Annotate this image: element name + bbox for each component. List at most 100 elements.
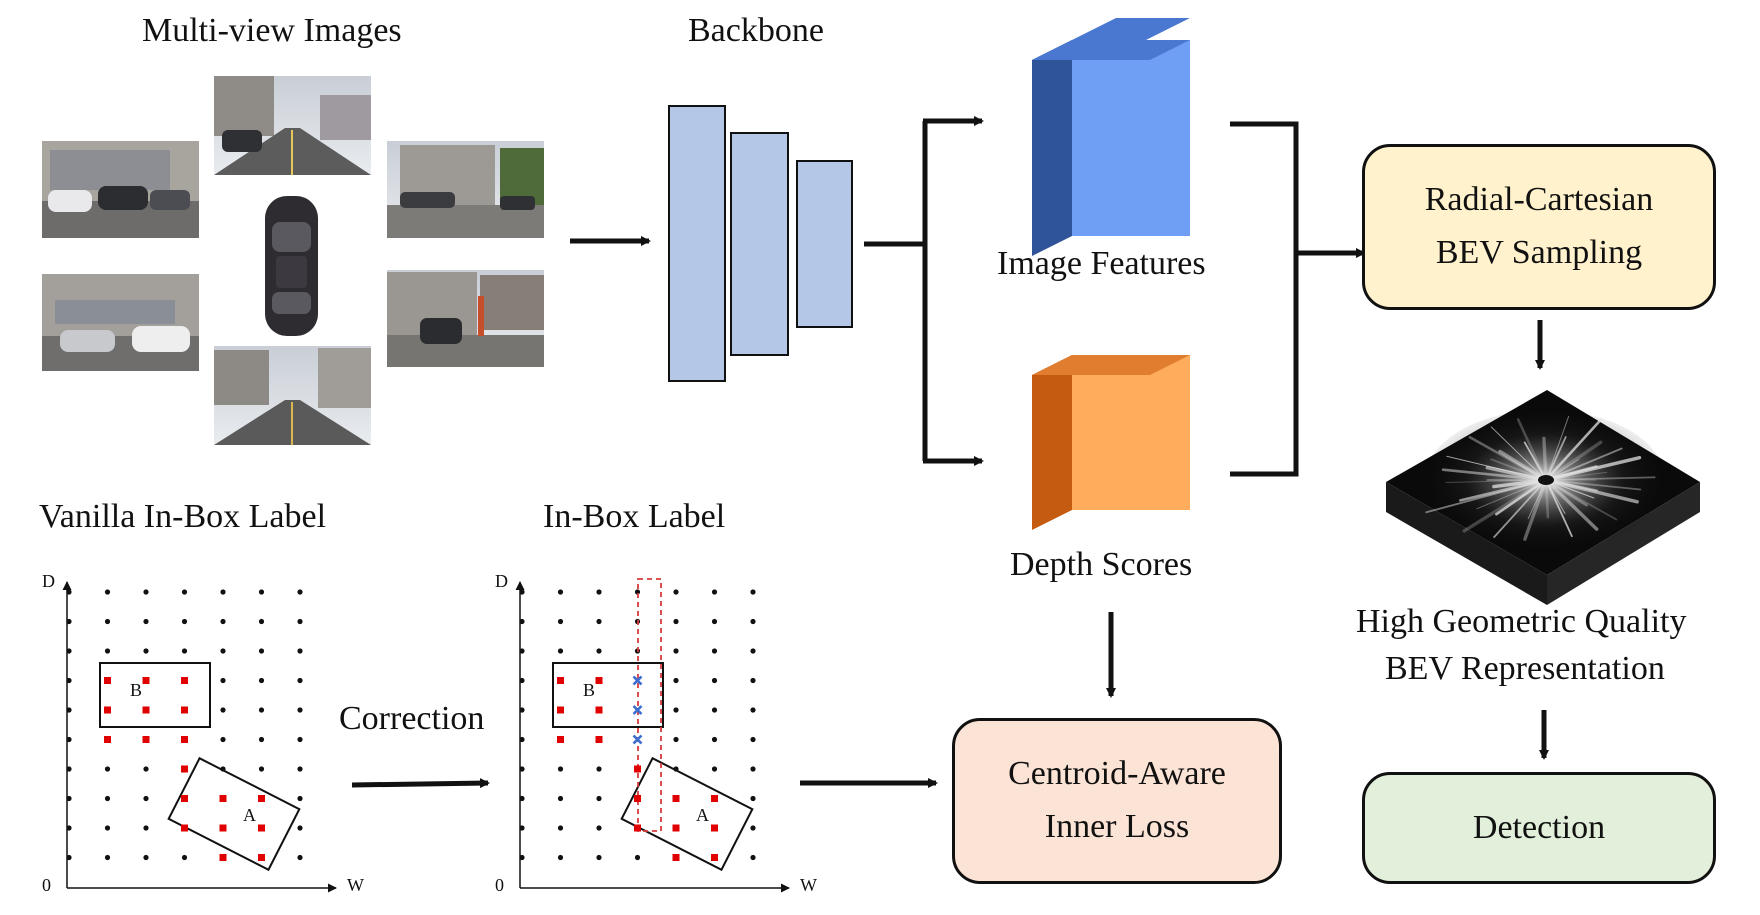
grid-point — [596, 854, 602, 861]
grid-point — [66, 677, 72, 684]
grid-point — [104, 618, 111, 625]
grid-point — [66, 825, 72, 831]
in-box-label-point — [104, 736, 111, 743]
in-box-label-point — [181, 824, 188, 832]
grid-point — [104, 825, 111, 831]
in-box-label-point — [557, 706, 564, 714]
grid-point — [750, 795, 756, 802]
grid-point — [66, 618, 72, 625]
grid-point — [66, 707, 72, 713]
bev-quality-label-line2: BEV Representation — [1385, 650, 1665, 687]
bev-ray — [1527, 479, 1547, 520]
bev-quality-label-line1: High Geometric Quality — [1356, 603, 1687, 640]
inbox-label-title: In-Box Label — [543, 498, 726, 535]
sampling-box-line1: Radial-Cartesian — [1424, 181, 1654, 219]
overlap-column-highlight — [637, 578, 662, 832]
grid-point — [104, 854, 111, 861]
depth-scores-label: Depth Scores — [1010, 546, 1193, 583]
in-box-label-point — [219, 795, 227, 802]
in-box-label-point — [672, 854, 680, 861]
bev-ray — [1495, 478, 1548, 516]
grid-point — [519, 736, 525, 743]
axis-origin-label: 0 — [495, 875, 504, 895]
grid-point — [711, 736, 718, 743]
grid-point — [596, 825, 602, 831]
bev-ray — [1545, 447, 1623, 481]
box-b-label: B — [130, 680, 143, 700]
in-box-label-point — [595, 677, 603, 684]
grid-point — [143, 766, 149, 772]
grid-point — [634, 854, 641, 861]
bev-ray — [1493, 479, 1547, 538]
grid-point — [258, 677, 265, 684]
bev-ray — [1492, 478, 1548, 489]
bev-ray — [1545, 479, 1618, 521]
in-box-label-point — [181, 765, 188, 773]
grid-point — [143, 589, 149, 595]
grid-point — [66, 795, 72, 802]
bev-ray — [1445, 479, 1547, 483]
grid-point — [258, 766, 265, 772]
grid-point — [596, 766, 602, 772]
in-box-label-point — [258, 795, 265, 802]
detection-box-label: Detection — [1472, 808, 1606, 846]
grid-point — [519, 854, 525, 861]
grid-point — [519, 618, 525, 625]
bev-ray — [1468, 435, 1548, 482]
axis-d-label: D — [495, 571, 508, 591]
removed-label-point — [632, 675, 643, 686]
depth-scores-cube-icon — [1032, 355, 1190, 530]
grid-point — [519, 589, 525, 595]
bev-ray — [1523, 441, 1547, 481]
grid-point — [673, 677, 679, 684]
grid-point — [557, 825, 564, 831]
loss-box-line1: Centroid-Aware — [1008, 755, 1226, 793]
grid-point — [673, 648, 679, 654]
grid-point — [66, 589, 72, 595]
grid-point — [104, 648, 111, 654]
bev-ray — [1545, 476, 1656, 481]
backbone-split-arrows — [864, 116, 984, 466]
in-box-label-point — [258, 824, 265, 832]
grid-point — [104, 766, 111, 772]
grid-point — [181, 618, 188, 625]
grid-point — [297, 766, 303, 772]
grid-point — [711, 766, 718, 772]
grid-point — [297, 854, 303, 861]
bev-ray — [1545, 416, 1570, 481]
in-box-label-point — [711, 824, 718, 832]
removed-label-point — [632, 705, 643, 715]
grid-point — [104, 589, 111, 595]
grid-point — [750, 618, 756, 625]
object-box-b — [552, 662, 664, 728]
grid-point — [66, 766, 72, 772]
centroid-aware-loss-box: Centroid-Aware Inner Loss — [952, 718, 1282, 884]
object-box-a — [620, 756, 754, 872]
grid-point — [750, 736, 756, 743]
grid-point — [557, 618, 564, 625]
camera-image-back-left — [42, 274, 199, 371]
grid-point — [519, 766, 525, 772]
grid-point — [297, 736, 303, 743]
camera-image-front — [214, 76, 371, 175]
bev-ray — [1544, 456, 1642, 482]
inbox-label-grid — [515, 578, 790, 893]
grid-point — [143, 795, 149, 802]
grid-point — [66, 736, 72, 743]
camera-image-front-right — [387, 141, 544, 238]
bev-ray — [1545, 479, 1642, 491]
grid-point — [258, 589, 265, 595]
grid-point — [750, 589, 756, 595]
bev-ray — [1498, 449, 1548, 482]
grid-point — [181, 589, 188, 595]
in-box-label-point — [181, 795, 188, 802]
grid-point — [220, 648, 226, 654]
bev-ray — [1544, 478, 1550, 519]
in-box-label-point — [104, 706, 111, 714]
grid-point — [297, 795, 303, 802]
in-box-label-point — [258, 854, 265, 861]
in-box-label-point — [634, 795, 641, 802]
grid-point — [297, 677, 303, 684]
